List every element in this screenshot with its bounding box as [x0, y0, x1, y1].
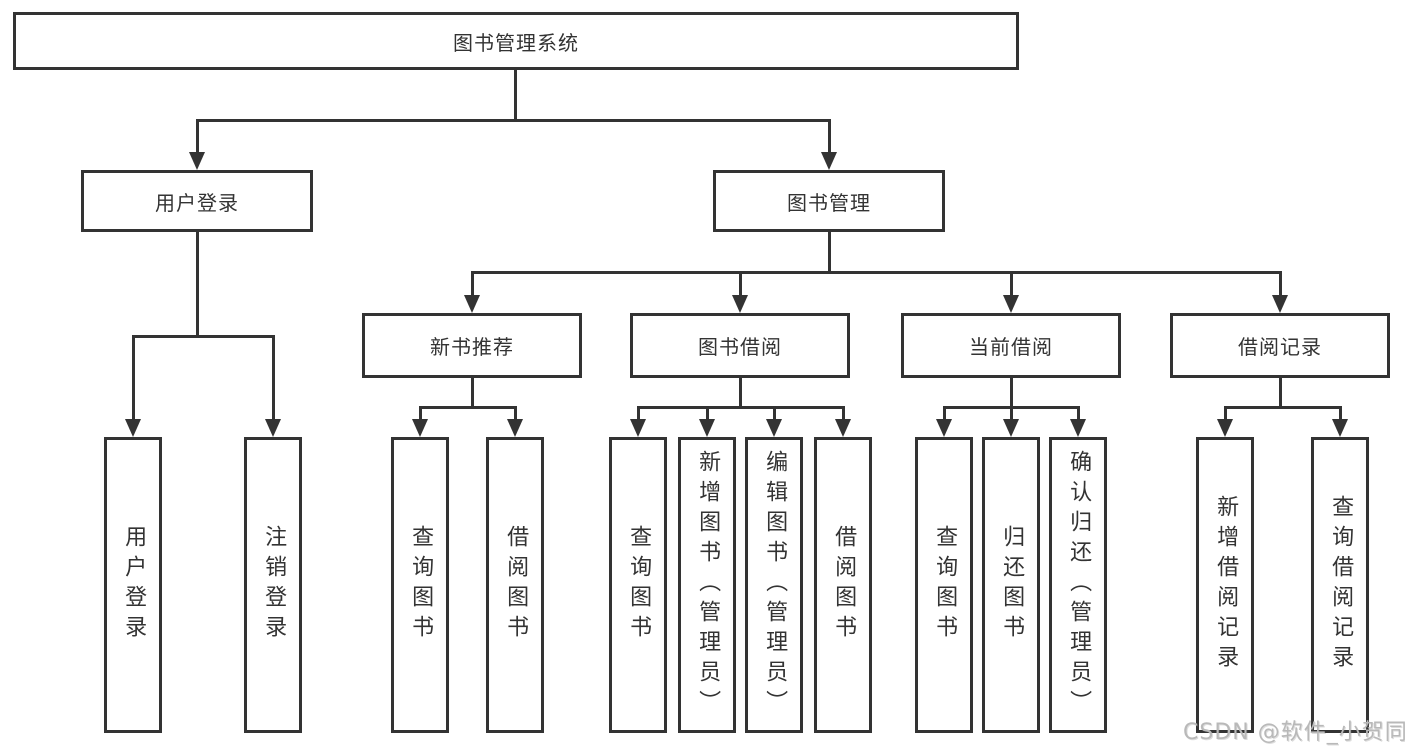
node-leaf-borrow-books-2: 借阅图书: [814, 437, 872, 733]
connector-line: [739, 274, 742, 297]
arrowhead-down-icon: [1272, 295, 1288, 313]
arrowhead-down-icon: [1003, 419, 1019, 437]
arrowhead-down-icon: [630, 419, 646, 437]
connector-line: [1010, 378, 1013, 407]
arrowhead-down-icon: [1217, 419, 1233, 437]
node-leaf-edit-books-admin: 编辑图书（管理员）: [745, 437, 803, 733]
node-new-book-recommend-label: 新书推荐: [430, 335, 514, 359]
arrowhead-down-icon: [821, 152, 837, 170]
arrowhead-down-icon: [732, 295, 748, 313]
connector-line: [1339, 409, 1342, 421]
node-leaf-borrow-books-1-label: 借阅图书: [503, 525, 529, 645]
connector-line: [1010, 409, 1013, 421]
connector-line: [1279, 274, 1282, 297]
node-leaf-query-books-1: 查询图书: [391, 437, 449, 733]
arrowhead-down-icon: [1003, 295, 1019, 313]
arrowhead-down-icon: [936, 419, 952, 437]
node-leaf-borrow-books-2-label: 借阅图书: [831, 525, 857, 645]
node-leaf-logout: 注销登录: [244, 437, 302, 733]
connector-line: [471, 274, 474, 297]
connector-line: [828, 232, 831, 272]
node-current-borrowing: 当前借阅: [901, 313, 1121, 378]
node-leaf-add-books-admin: 新增图书（管理员）: [678, 437, 736, 733]
arrowhead-down-icon: [265, 419, 281, 437]
node-borrowing-records: 借阅记录: [1170, 313, 1390, 378]
connector-line: [706, 409, 709, 421]
arrowhead-down-icon: [699, 419, 715, 437]
connector-line: [1224, 409, 1227, 421]
connector-line: [842, 409, 845, 421]
node-book-borrowing-label: 图书借阅: [698, 335, 782, 359]
node-leaf-query-borrow-record: 查询借阅记录: [1311, 437, 1369, 733]
node-user-login: 用户登录: [81, 170, 313, 232]
connector-line: [196, 119, 831, 122]
node-user-login-label: 用户登录: [155, 190, 239, 215]
node-leaf-user-login-label: 用户登录: [121, 525, 147, 645]
connector-line: [471, 271, 1282, 274]
connector-line: [1224, 406, 1342, 409]
connector-line: [1010, 274, 1013, 297]
node-leaf-query-books-1-label: 查询图书: [408, 525, 434, 645]
connector-line: [1077, 409, 1080, 421]
connector-line: [132, 338, 135, 421]
arrowhead-down-icon: [1332, 419, 1348, 437]
connector-line: [514, 409, 517, 421]
connector-line: [637, 409, 640, 421]
arrowhead-down-icon: [507, 419, 523, 437]
connector-line: [272, 338, 275, 421]
node-leaf-confirm-return-admin: 确认归还（管理员）: [1049, 437, 1107, 733]
node-book-management: 图书管理: [713, 170, 945, 232]
node-leaf-user-login: 用户登录: [104, 437, 162, 733]
node-leaf-return-books-label: 归还图书: [999, 525, 1025, 645]
node-leaf-query-books-3-label: 查询图书: [932, 525, 958, 645]
node-root-label: 图书管理系统: [453, 30, 579, 55]
connector-line: [773, 409, 776, 421]
connector-line: [132, 335, 275, 338]
connector-line: [419, 409, 422, 421]
node-leaf-borrow-books-1: 借阅图书: [486, 437, 544, 733]
node-leaf-edit-books-admin-label: 编辑图书（管理员）: [762, 450, 788, 720]
connector-line: [828, 122, 831, 154]
node-leaf-query-books-3: 查询图书: [915, 437, 973, 733]
arrowhead-down-icon: [766, 419, 782, 437]
node-leaf-add-borrow-record-label: 新增借阅记录: [1213, 495, 1239, 675]
node-leaf-add-books-admin-label: 新增图书（管理员）: [695, 450, 721, 720]
node-leaf-logout-label: 注销登录: [261, 525, 287, 645]
connector-line: [739, 378, 742, 407]
node-book-management-label: 图书管理: [787, 190, 871, 215]
node-leaf-add-borrow-record: 新增借阅记录: [1196, 437, 1254, 733]
connector-line: [943, 406, 1080, 409]
connector-line: [196, 122, 199, 154]
connector-line: [419, 406, 517, 409]
csdn-watermark: CSDN @软件_小贺同学: [1183, 720, 1405, 745]
node-leaf-query-borrow-record-label: 查询借阅记录: [1328, 495, 1354, 675]
connector-line: [196, 232, 199, 336]
arrowhead-down-icon: [464, 295, 480, 313]
arrowhead-down-icon: [1070, 419, 1086, 437]
node-new-book-recommend: 新书推荐: [362, 313, 582, 378]
connector-line: [943, 409, 946, 421]
arrowhead-down-icon: [125, 419, 141, 437]
connector-line: [471, 378, 474, 407]
arrowhead-down-icon: [189, 152, 205, 170]
node-current-borrowing-label: 当前借阅: [969, 335, 1053, 359]
node-root: 图书管理系统: [13, 12, 1019, 70]
node-book-borrowing: 图书借阅: [630, 313, 850, 378]
arrowhead-down-icon: [835, 419, 851, 437]
node-leaf-return-books: 归还图书: [982, 437, 1040, 733]
connector-line: [637, 406, 845, 409]
connector-line: [514, 70, 517, 120]
node-leaf-confirm-return-admin-label: 确认归还（管理员）: [1066, 450, 1092, 720]
node-leaf-query-books-2: 查询图书: [609, 437, 667, 733]
node-borrowing-records-label: 借阅记录: [1238, 335, 1322, 359]
connector-line: [1279, 378, 1282, 407]
arrowhead-down-icon: [412, 419, 428, 437]
node-leaf-query-books-2-label: 查询图书: [626, 525, 652, 645]
